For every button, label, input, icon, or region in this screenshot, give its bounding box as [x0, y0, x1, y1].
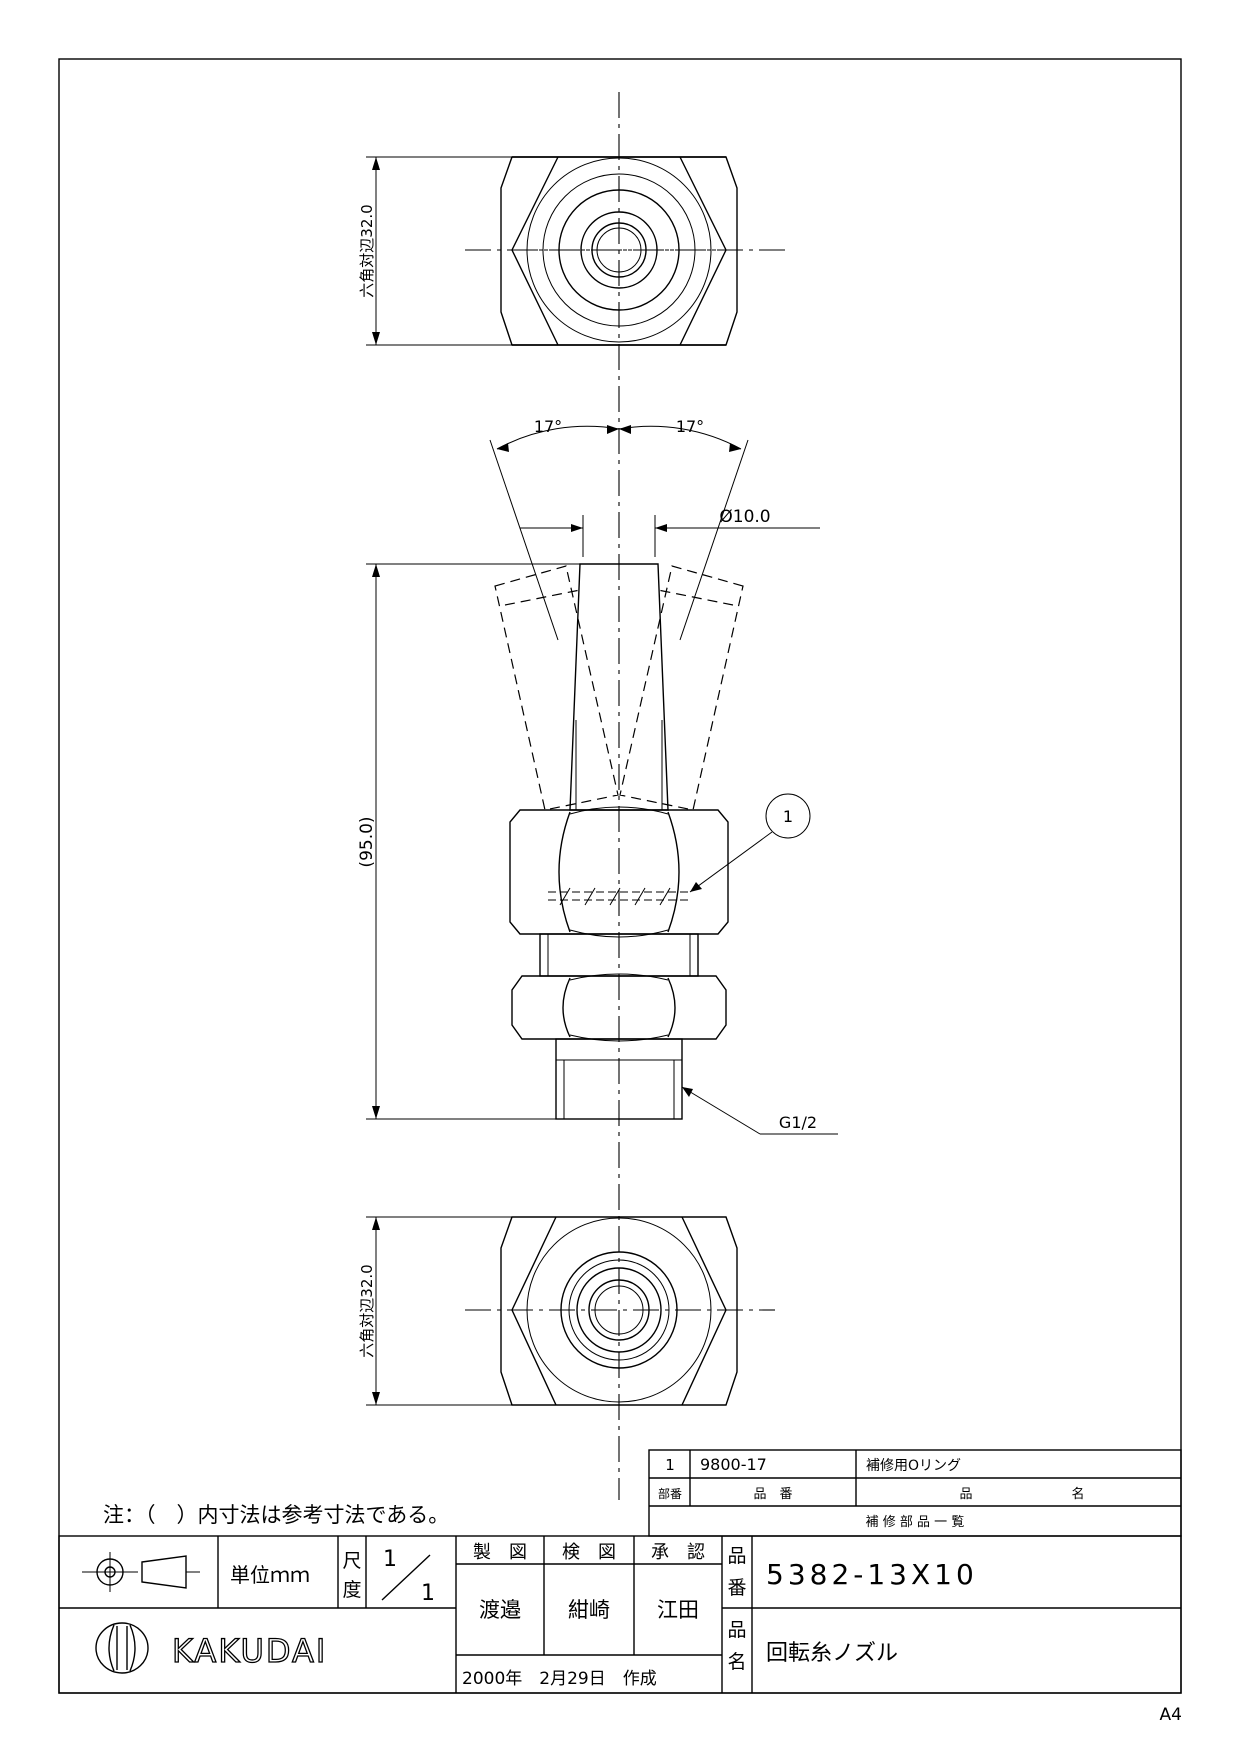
- checked-by: 紺崎: [568, 1598, 610, 1622]
- drawn-label: 製 図: [473, 1542, 527, 1563]
- angle-left-label: 17°: [534, 417, 562, 436]
- approved-by: 江田: [657, 1598, 699, 1622]
- scale-numerator: 1: [383, 1547, 397, 1572]
- top-view: 六角対辺32.0: [358, 92, 790, 1500]
- hex-dimension-bottom: 六角対辺32.0: [358, 1264, 376, 1357]
- approved-label: 承 認: [651, 1542, 705, 1563]
- part-number-label-a: 品: [727, 1545, 746, 1567]
- hex-dimension-top: 六角対辺32.0: [358, 204, 376, 297]
- reference-note: 注：（ ）内寸法は参考寸法である。: [103, 1503, 449, 1527]
- part-name: 回転糸ノズル: [766, 1641, 898, 1666]
- parts-list-caption: 補 修 部 品 一 覧: [866, 1514, 965, 1530]
- part-name-label-b: 名: [727, 1651, 746, 1673]
- side-view: 17° 17° Ø10.0: [357, 417, 838, 1135]
- brand-wordmark: KAKUDAI: [172, 1632, 327, 1670]
- paper-size: A4: [1160, 1705, 1182, 1725]
- balloon-1: 1: [783, 807, 793, 826]
- parts-header-num: 部番: [658, 1486, 682, 1501]
- sheet-border: [58, 58, 1182, 1694]
- third-angle-projection-symbol: [82, 1552, 200, 1592]
- parts-list: 1 9800-17 補修用Oリング 部番 品 番 品 名 補 修 部 品 一 覧: [648, 1449, 1182, 1537]
- scale-label-b: 度: [342, 1579, 361, 1601]
- parts-header-name-a: 品: [959, 1487, 972, 1502]
- unit-label: 単位ｍｍ: [230, 1563, 310, 1587]
- creation-date: 2000年 2月29日 作成: [462, 1669, 657, 1689]
- parts-row-name: 補修用Oリング: [866, 1458, 961, 1474]
- diameter-dimension: Ø10.0: [719, 507, 770, 527]
- kakudai-logo: KAKUDAI: [95, 1622, 327, 1674]
- parts-header-name-b: 名: [1071, 1486, 1084, 1502]
- parts-row-part-no: 9800-17: [700, 1455, 767, 1474]
- scale-denominator: 1: [421, 1581, 435, 1606]
- part-number-label-b: 番: [727, 1577, 746, 1599]
- part-number: 5382-13X10: [766, 1558, 978, 1591]
- angle-right-label: 17°: [676, 417, 704, 436]
- drawn-by: 渡邉: [479, 1598, 521, 1622]
- part-name-label-a: 品: [727, 1619, 746, 1641]
- parts-row-num: 1: [665, 1456, 675, 1474]
- thread-label: G1/2: [779, 1113, 817, 1132]
- parts-header-part-no: 品 番: [753, 1487, 792, 1502]
- bottom-view: 六角対辺32.0: [358, 1216, 775, 1406]
- scale-label-a: 尺: [342, 1550, 361, 1572]
- checked-label: 検 図: [562, 1542, 616, 1563]
- title-block: 単位ｍｍ 尺 度 1 1 製 図 検 図 承 認 渡邉 紺崎 江田 2000年 …: [58, 1535, 1182, 1694]
- length-dimension: (95.0): [357, 816, 377, 867]
